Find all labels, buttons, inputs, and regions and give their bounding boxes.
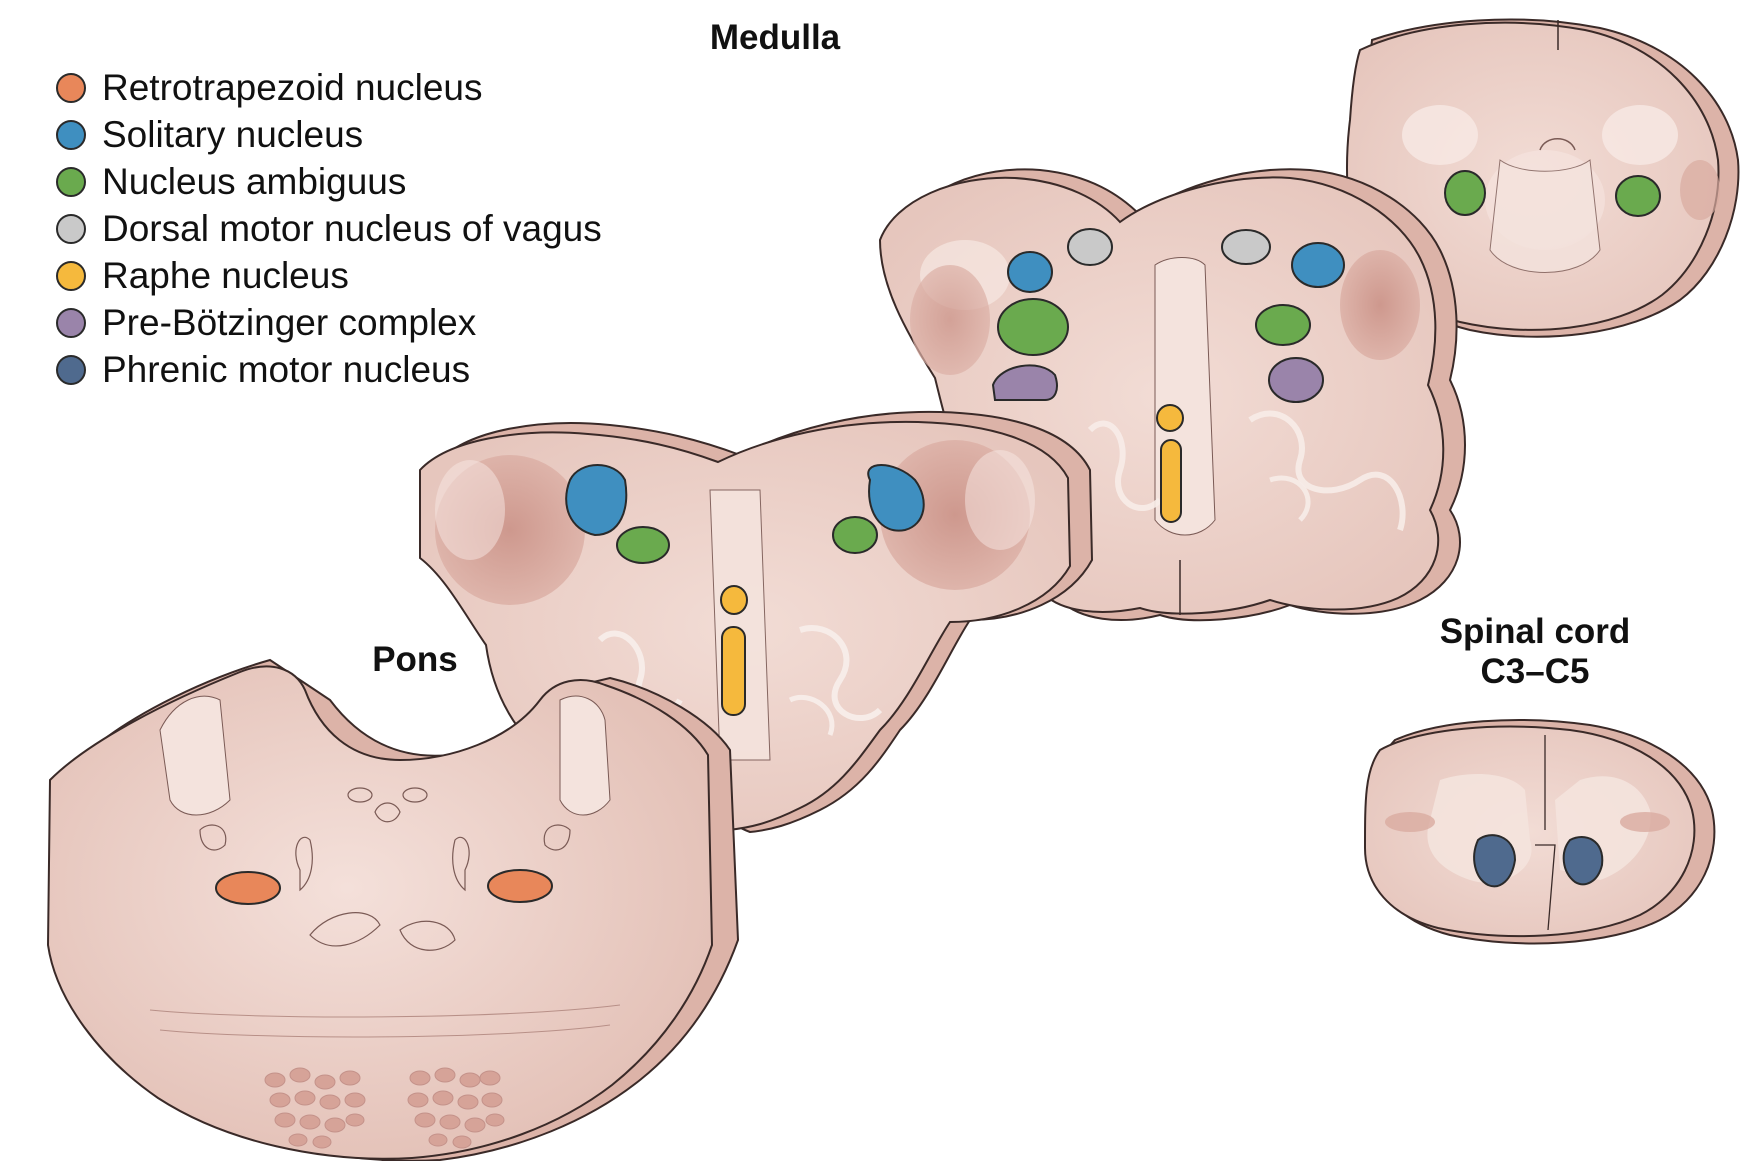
solitary-nucleus-mm-left xyxy=(1008,252,1052,292)
pons-label: Pons xyxy=(360,640,470,680)
legend-label: Nucleus ambiguus xyxy=(102,161,406,203)
dorsal-motor-nucleus-right xyxy=(1222,230,1270,264)
spinal-cord-label: Spinal cord C3–C5 xyxy=(1410,612,1660,692)
solitary-nucleus-rm-left xyxy=(566,465,626,535)
nucleus-ambiguus-rm-left xyxy=(617,527,669,563)
legend-label: Pre-Bötzinger complex xyxy=(102,302,476,344)
raphe-nucleus-mm-bar xyxy=(1161,440,1181,522)
legend-item-ambiguus: Nucleus ambiguus xyxy=(56,158,602,205)
raphe-nucleus-rm-bar xyxy=(722,627,745,715)
nucleus-ambiguus-mm-right xyxy=(1256,305,1310,345)
gray-circle-icon xyxy=(56,214,86,244)
legend-item-solitary: Solitary nucleus xyxy=(56,111,602,158)
blue-circle-icon xyxy=(56,120,86,150)
legend-label: Raphe nucleus xyxy=(102,255,349,297)
dorsal-motor-nucleus-left xyxy=(1068,229,1112,265)
medulla-label: Medulla xyxy=(690,18,860,58)
legend: Retrotrapezoid nucleus Solitary nucleus … xyxy=(56,64,602,393)
nucleus-ambiguus-rm-right xyxy=(833,517,877,553)
spinal-cord-section xyxy=(1365,720,1714,943)
legend-label: Dorsal motor nucleus of vagus xyxy=(102,208,602,250)
legend-item-phrenic: Phrenic motor nucleus xyxy=(56,346,602,393)
phrenic-motor-nucleus-right xyxy=(1564,837,1603,884)
legend-label: Phrenic motor nucleus xyxy=(102,349,470,391)
spinal-cord-label-line1: Spinal cord xyxy=(1410,612,1660,652)
nucleus-ambiguus-um-right xyxy=(1616,176,1660,216)
pons-section xyxy=(48,660,738,1161)
raphe-nucleus-rm-dot xyxy=(721,586,747,614)
navy-circle-icon xyxy=(56,355,86,385)
phrenic-motor-nucleus-left xyxy=(1474,835,1515,886)
legend-item-retrotrapezoid: Retrotrapezoid nucleus xyxy=(56,64,602,111)
orange-circle-icon xyxy=(56,73,86,103)
legend-label: Retrotrapezoid nucleus xyxy=(102,67,483,109)
raphe-nucleus-mm-dot xyxy=(1157,405,1183,431)
retrotrapezoid-nucleus-right xyxy=(488,870,552,902)
nucleus-ambiguus-um-left xyxy=(1445,171,1485,215)
legend-item-raphe: Raphe nucleus xyxy=(56,252,602,299)
legend-item-dorsal-motor-vagus: Dorsal motor nucleus of vagus xyxy=(56,205,602,252)
yellow-circle-icon xyxy=(56,261,86,291)
legend-label: Solitary nucleus xyxy=(102,114,363,156)
pre-botzinger-complex-right xyxy=(1269,358,1323,402)
spinal-cord-label-line2: C3–C5 xyxy=(1410,652,1660,692)
solitary-nucleus-mm-right xyxy=(1292,243,1344,287)
retrotrapezoid-nucleus-left xyxy=(216,872,280,904)
nucleus-ambiguus-mm-left xyxy=(998,299,1068,355)
green-circle-icon xyxy=(56,167,86,197)
purple-circle-icon xyxy=(56,308,86,338)
legend-item-pre-botzinger: Pre-Bötzinger complex xyxy=(56,299,602,346)
